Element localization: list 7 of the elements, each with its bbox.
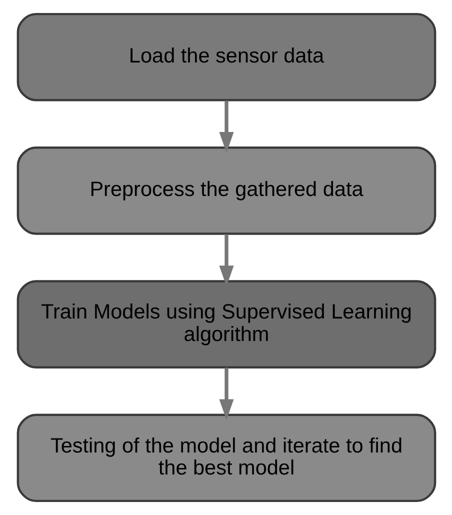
node-box: Preprocess the gathered data bbox=[16, 146, 436, 235]
arrow bbox=[218, 234, 234, 286]
node-box: Testing of the model and iterate to find the best model bbox=[16, 414, 436, 502]
arrow bbox=[218, 368, 234, 420]
node-box: Train Models using Supervised Learning algorithm bbox=[16, 280, 436, 368]
arrow bbox=[218, 100, 234, 153]
node-box: Load the sensor data bbox=[16, 12, 436, 102]
